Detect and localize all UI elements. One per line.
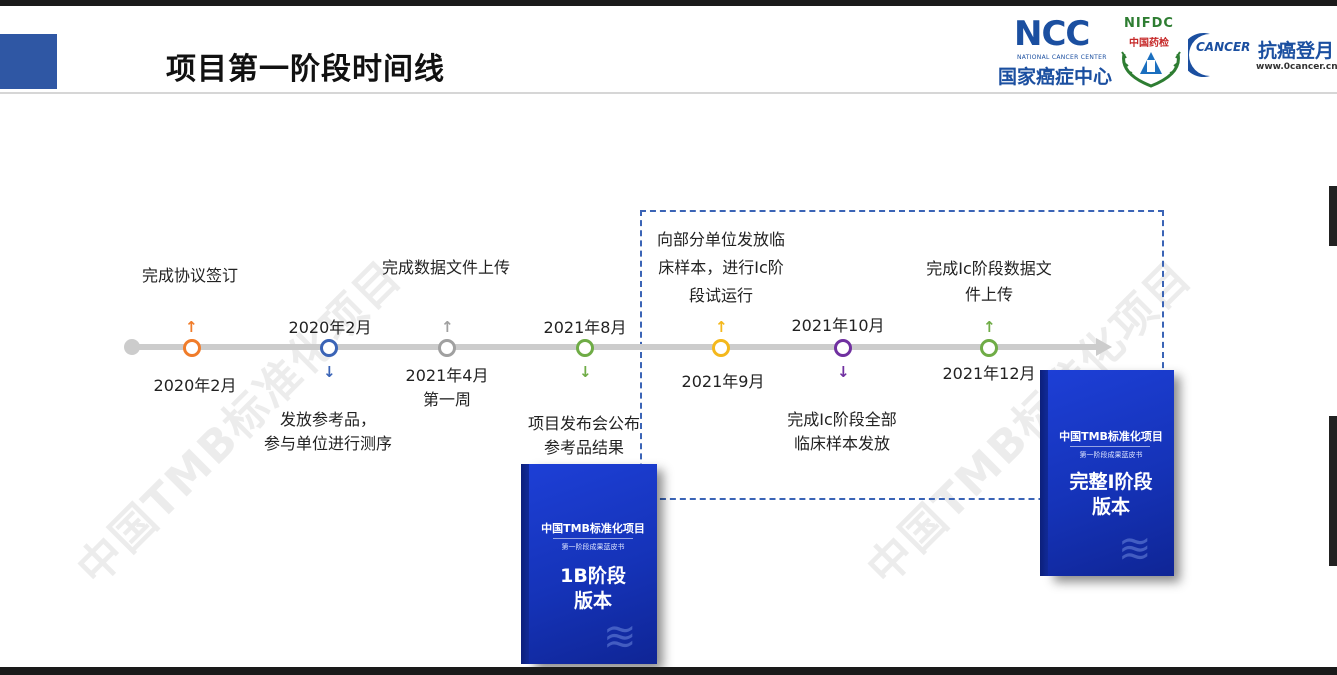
timeline-node	[438, 339, 456, 357]
cancer-logo-url: www.0cancer.cn	[1256, 62, 1337, 72]
arrow-up-icon: ↑	[441, 318, 454, 336]
arrow-down-icon: ↓	[323, 363, 336, 381]
cancer-moonshot-logo: CANCER 抗癌登月 www.0cancer.cn	[1188, 28, 1337, 84]
book-spine	[521, 464, 531, 664]
book-divider	[553, 538, 633, 539]
window-edge	[1329, 416, 1337, 566]
ncc-logo-text: NCC	[1014, 14, 1090, 54]
ncc-logo: NCC NATIONAL CANCER CENTER 国家癌症中心	[998, 14, 1118, 88]
arrow-down-icon: ↓	[837, 363, 850, 381]
event-description: 项目发布会公布 参考品结果	[527, 414, 640, 457]
book-cover: 中国TMB标准化项目 第一阶段成果蓝皮书 完整I阶段 版本 ≋	[1048, 370, 1174, 576]
book-spine	[1040, 370, 1050, 576]
timeline-arrow-icon	[1096, 338, 1112, 356]
timeline-node	[183, 339, 201, 357]
nifdc-logo: NIFDC 中国药检	[1116, 14, 1186, 90]
bluebook-full-cover: 中国TMB标准化项目 第一阶段成果蓝皮书 完整I阶段 版本 ≋	[1040, 370, 1174, 576]
book-version: 完整I阶段 版本	[1069, 471, 1153, 518]
arrow-up-icon: ↑	[715, 318, 728, 336]
arrow-down-icon: ↓	[579, 363, 592, 381]
nifdc-logo-chinese: 中国药检	[1129, 38, 1169, 49]
event-description: 发放参考品， 参与单位进行测序	[263, 410, 392, 453]
event-date: 2021年10月	[791, 316, 885, 335]
event-date: 2021年12月	[942, 364, 1036, 383]
book-cover: 中国TMB标准化项目 第一阶段成果蓝皮书 1B阶段 版本 ≋	[529, 464, 657, 664]
event-date: 2021年9月	[681, 372, 765, 391]
title-accent-block	[0, 34, 57, 89]
timeline-node	[980, 339, 998, 357]
bluebook-1b-cover: 中国TMB标准化项目 第一阶段成果蓝皮书 1B阶段 版本 ≋	[521, 464, 657, 664]
book-divider	[1070, 446, 1150, 447]
cancer-logo-word: CANCER	[1196, 40, 1251, 54]
ic-phase-group-box	[640, 210, 1164, 500]
timeline-start-dot	[124, 339, 140, 355]
slide: 项目第一阶段时间线 NCC NATIONAL CANCER CENTER 国家癌…	[0, 6, 1337, 667]
timeline-node	[712, 339, 730, 357]
event-description: 完成Ic阶段数据文 件上传	[926, 259, 1052, 304]
book-version: 1B阶段 版本	[560, 565, 626, 612]
page-title: 项目第一阶段时间线	[166, 52, 445, 87]
book-title: 中国TMB标准化项目	[541, 522, 645, 535]
nifdc-logo-text: NIFDC	[1124, 16, 1174, 31]
event-date: 2021年4月 第一周	[405, 366, 489, 409]
timeline-node	[576, 339, 594, 357]
window-edge	[1329, 186, 1337, 246]
header-divider	[0, 92, 1337, 94]
timeline-bar	[128, 344, 1098, 350]
timeline-node	[320, 339, 338, 357]
timeline-node	[834, 339, 852, 357]
event-description: 向部分单位发放临 床样本，进行Ic阶 段试运行	[656, 230, 785, 305]
book-subtitle: 第一阶段成果蓝皮书	[1079, 451, 1143, 459]
ncc-logo-subtext: NATIONAL CANCER CENTER	[1017, 54, 1107, 61]
event-date: 2021年8月	[543, 318, 627, 337]
book-title: 中国TMB标准化项目	[1059, 430, 1163, 443]
arrow-up-icon: ↑	[185, 318, 198, 336]
event-date: 2020年2月	[288, 318, 372, 337]
dna-helix-icon: ≋	[1118, 526, 1152, 572]
event-date: 2020年2月	[153, 376, 237, 395]
book-subtitle: 第一阶段成果蓝皮书	[561, 543, 625, 551]
crescent-icon	[1188, 33, 1210, 77]
dna-helix-icon: ≋	[603, 614, 637, 660]
arrow-up-icon: ↑	[983, 318, 996, 336]
event-description: 完成协议签订	[141, 266, 238, 285]
nifdc-emblem-icon	[1121, 51, 1181, 88]
event-description: 完成Ic阶段全部 临床样本发放	[787, 410, 897, 453]
event-description: 完成数据文件上传	[381, 258, 510, 277]
cancer-logo-chinese: 抗癌登月	[1258, 40, 1335, 62]
ncc-logo-chinese: 国家癌症中心	[998, 66, 1113, 88]
